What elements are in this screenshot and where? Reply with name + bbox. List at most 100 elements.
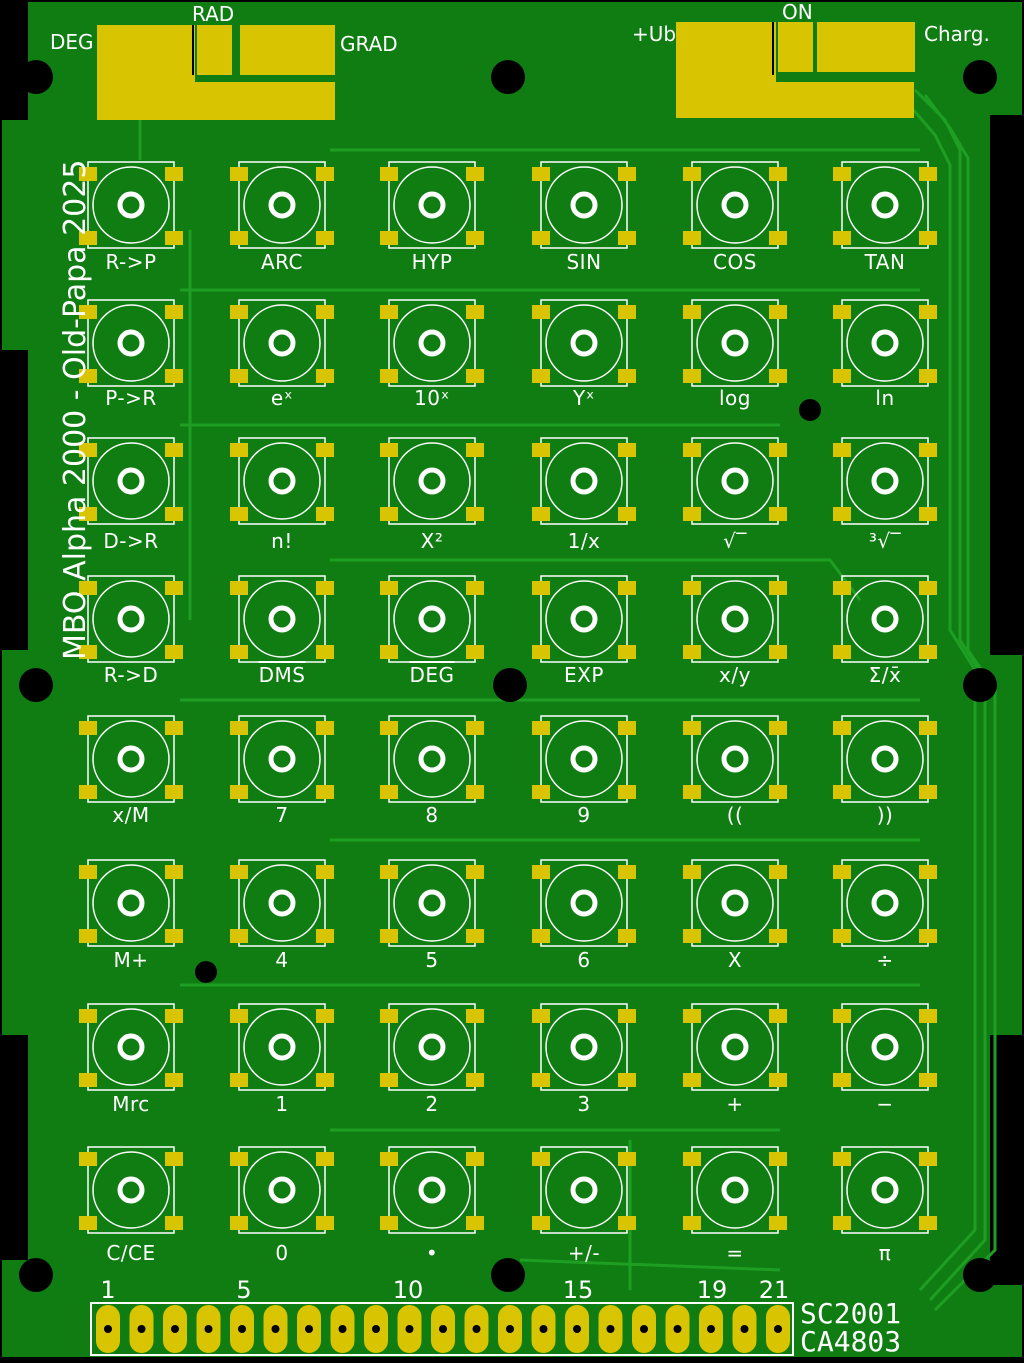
key-pad [316,929,334,943]
key-pad [769,1073,787,1087]
key-hole [721,191,749,219]
key-ring [545,580,623,658]
key-label: − [876,1092,894,1116]
connector-hole [740,1325,749,1333]
key-hole [570,329,598,357]
key-pad [316,443,334,457]
key-pad [380,929,398,943]
connector-hole [171,1325,179,1333]
key-label: log [719,386,751,410]
key-pad [316,305,334,319]
key-outline [540,715,628,803]
key-pad [919,443,937,457]
key-outline [540,299,628,387]
key-ring [846,580,924,658]
connector-hole [707,1325,715,1333]
key-label: )) [876,803,894,827]
key-label: 10ˣ [414,386,450,410]
key-pad [165,369,183,383]
connector-hole [204,1325,213,1333]
key-label: Mrc [112,1092,150,1116]
key-label: = [726,1241,744,1265]
key-pad [165,645,183,659]
key-pad [165,1216,183,1230]
board-codes: SC2001 CA4803 [800,1300,901,1356]
key-pad [230,865,248,879]
key-ring [92,442,170,520]
switch-pad [97,82,335,120]
connector-hole [271,1325,280,1333]
key-label: • [425,1241,439,1265]
key-pad [380,785,398,799]
key-pad [230,1073,248,1087]
key-pad [380,645,398,659]
key-ring [846,720,924,798]
key-pad [380,1073,398,1087]
key-ring [393,304,471,382]
key-hole [117,329,145,357]
key-pad [316,1073,334,1087]
key-pad [919,865,937,879]
key-ring [243,580,321,658]
key-pad [769,929,787,943]
key-label: D->R [103,529,159,553]
key-ring [243,720,321,798]
key-pad [683,167,701,181]
board-title: MBO Alpha 2000 - Old-Papa 2025 [58,159,93,660]
key-hole [570,1176,598,1204]
key-outline [87,715,175,803]
connector-hole [338,1325,347,1333]
connector-hole [640,1325,648,1333]
key-pad [769,1152,787,1166]
mounting-hole [19,1258,53,1292]
key-pad [532,929,550,943]
key-hole [418,329,446,357]
key-pad [230,581,248,595]
key-ring [696,864,774,942]
key-label: ARC [260,250,304,274]
key-outline [841,715,929,803]
key-pad [380,167,398,181]
pin-number: 5 [236,1276,252,1304]
key-pad [79,369,97,383]
key-outline [388,437,476,525]
key-ring [92,304,170,382]
key-pad [165,1009,183,1023]
key-hole [418,467,446,495]
key-hole [721,467,749,495]
key-label: (( [726,803,744,827]
key-pad [919,369,937,383]
key-ring [545,1151,623,1229]
switch-pad [197,25,232,75]
key-pad [380,1009,398,1023]
key-outline [238,437,326,525]
key-pad [919,1009,937,1023]
key-outline [388,575,476,663]
key-pad [79,645,97,659]
key-hole [721,1033,749,1061]
key-pad [833,721,851,735]
key-pad [683,443,701,457]
key-hole [268,605,296,633]
key-hole [117,605,145,633]
key-pad [683,645,701,659]
key-label: x/M [112,803,150,827]
key-pad [316,369,334,383]
key-outline [691,299,779,387]
key-pad [618,231,636,245]
key-pad [466,231,484,245]
key-pad [316,1216,334,1230]
key-ring [846,442,924,520]
key-outline [691,437,779,525]
key-hole [418,745,446,773]
key-pad [769,581,787,595]
key-pad [769,721,787,735]
pin-number: 19 [696,1276,728,1304]
key-label: 1/x [567,529,601,553]
key-pad [466,785,484,799]
key-label: 1 [275,1092,289,1116]
key-hole [871,889,899,917]
key-label: eˣ [270,386,294,410]
key-hole [268,467,296,495]
key-label: 3 [577,1092,591,1116]
